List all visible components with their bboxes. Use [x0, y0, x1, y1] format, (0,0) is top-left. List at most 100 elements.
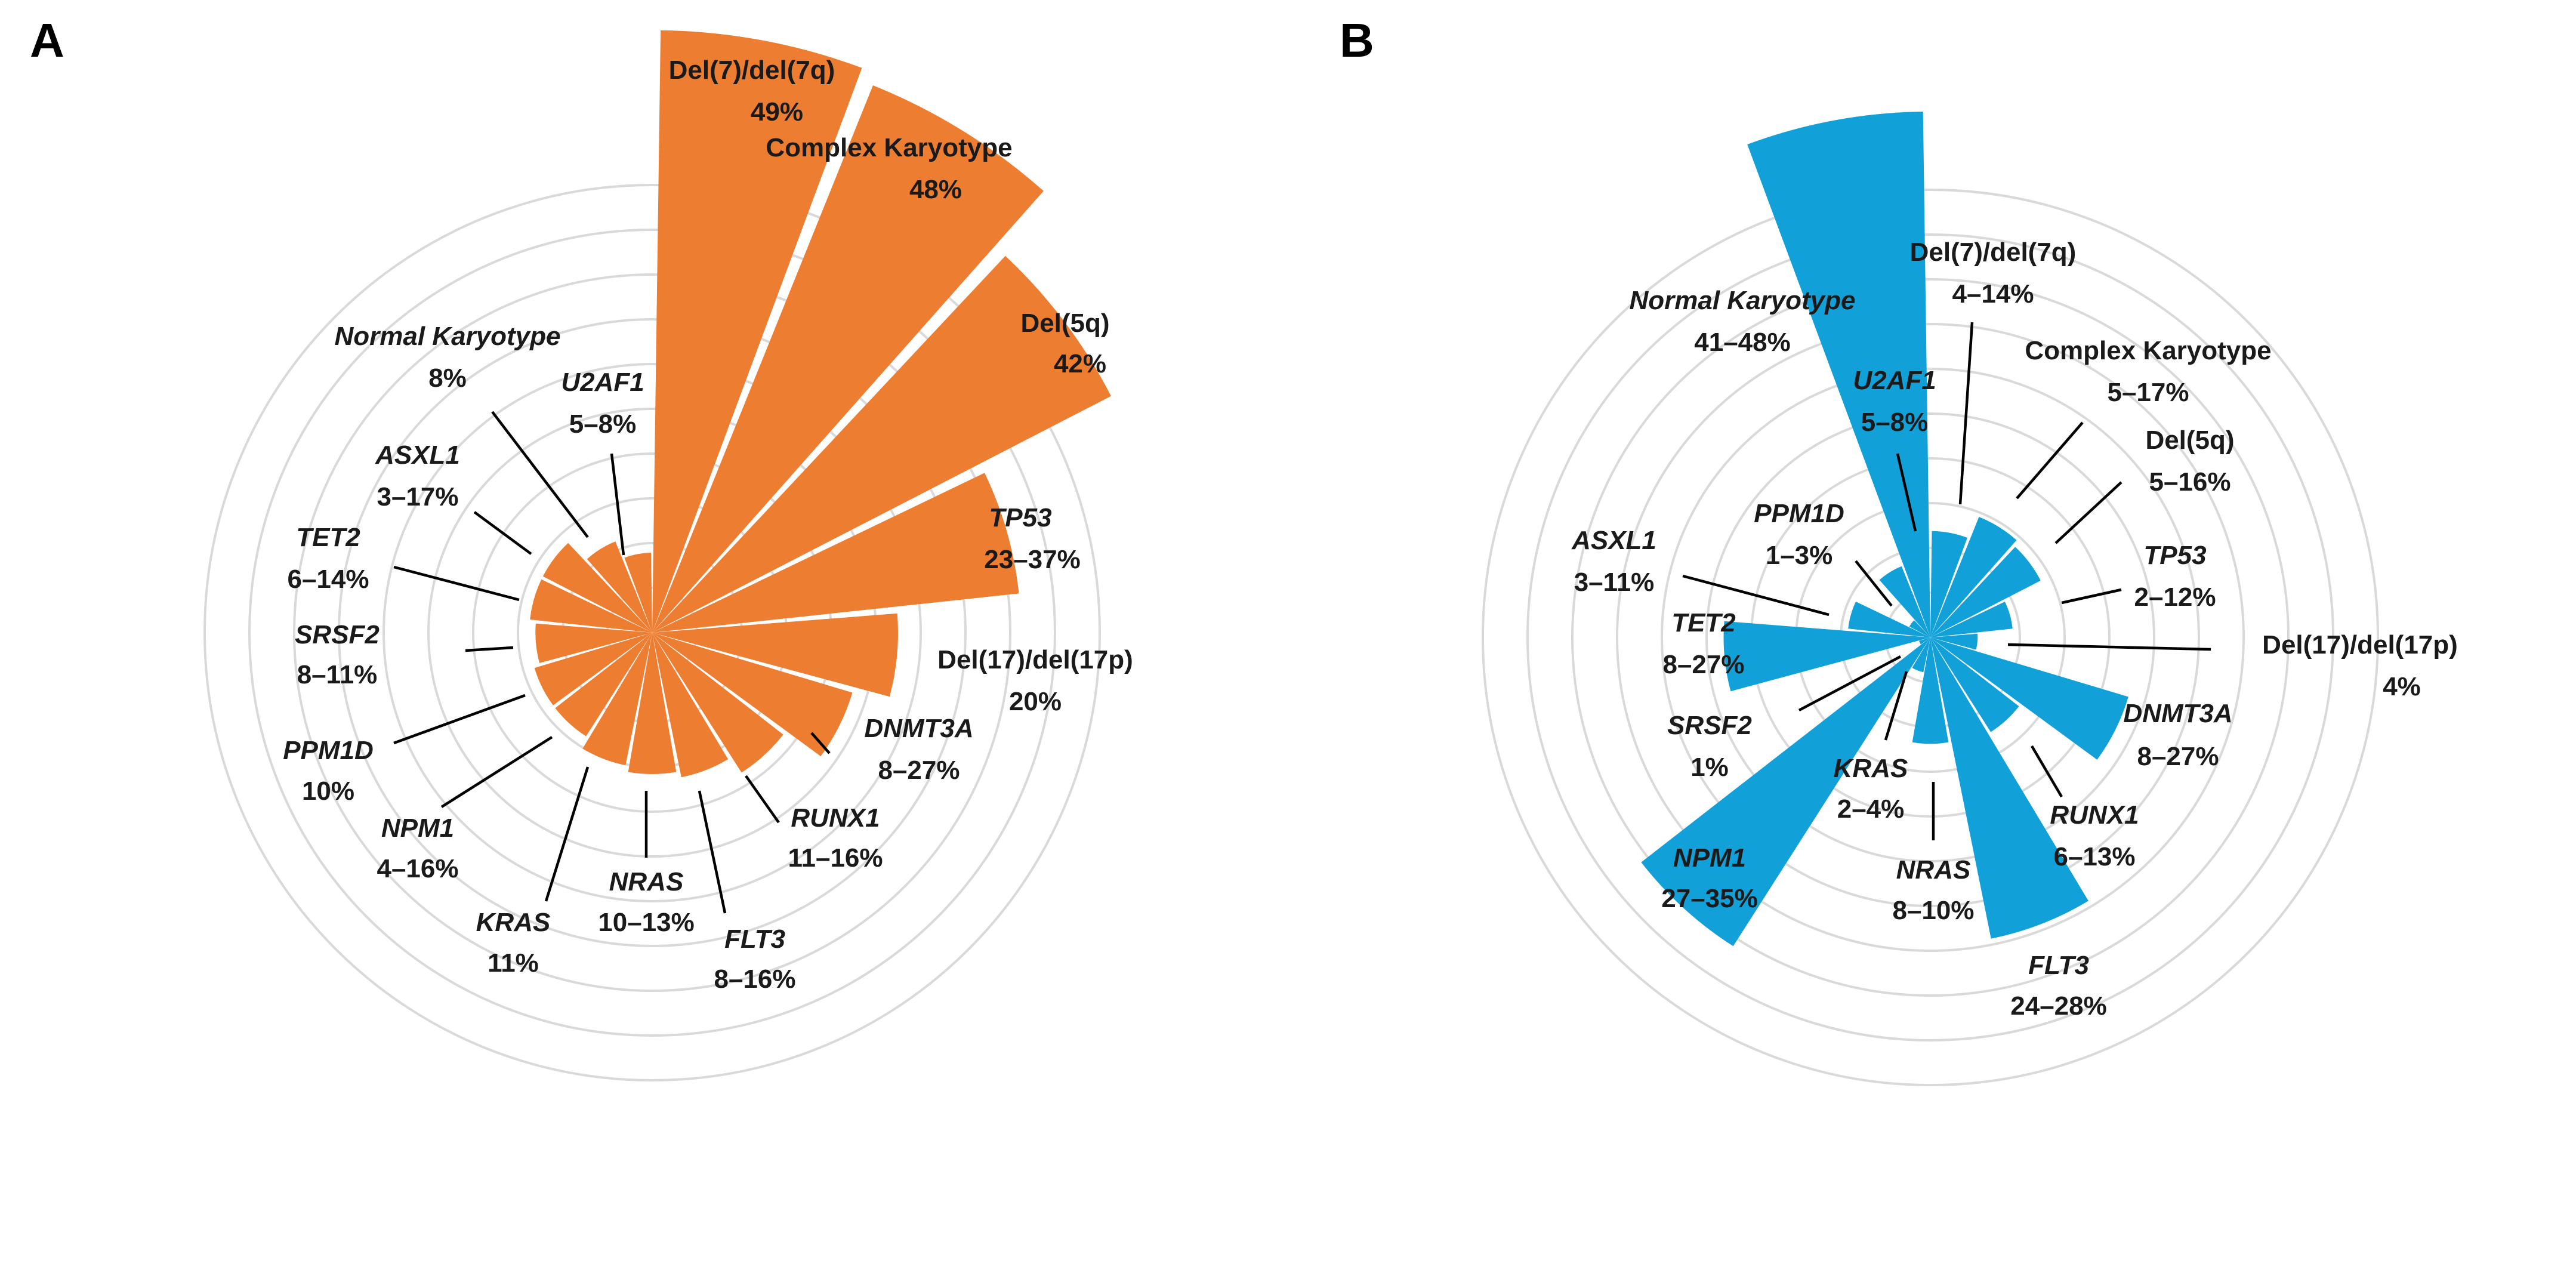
panel-b-category-label: PPM1D [1754, 499, 1844, 528]
panel-b-leader-del-7-del-7q [1958, 322, 1974, 505]
panel-a-category-label: U2AF1 [561, 368, 644, 397]
panel-a-category-label: ASXL1 [375, 440, 460, 470]
panel-a-category-label: Del(5q) [1020, 309, 1109, 338]
panel-a-bar-flt3 [652, 633, 729, 778]
panel-b-labels: Del(7)/del(7q)4–14%Complex Karyotype5–17… [1571, 238, 2458, 1021]
panel-a-grid-ring [203, 184, 1101, 1081]
panel-b-grid-ring [1616, 323, 2245, 952]
panel-b-category-label: Del(7)/del(7q) [1910, 238, 2077, 267]
panel-a-category-label: RUNX1 [791, 803, 880, 833]
panel-a-bar-asxl1 [542, 543, 652, 633]
panel-a-category-label: KRAS [476, 908, 551, 937]
panel-a-value-label: 10% [302, 776, 354, 806]
panel-b-bars [1641, 112, 2128, 947]
panel-label-b: B [1340, 14, 1374, 67]
panel-b-bar-dnmt3a [1930, 637, 2128, 760]
panel-b-leader-srsf2 [1798, 655, 1902, 711]
panel-a-category-label: Del(17)/del(17p) [937, 645, 1133, 674]
panel-a-leader-flt3 [698, 790, 727, 914]
panel-label-a: A [30, 14, 64, 67]
panel-a-leader-srsf2 [465, 646, 514, 652]
panel-a-bar-nras [628, 633, 677, 774]
panel-b-category-label: NRAS [1896, 855, 1971, 885]
panel-a-value-label: 49% [751, 97, 803, 127]
panel-b-bar-del-7-del-7q [1930, 531, 1967, 637]
panel-b-bar-nras [1912, 637, 1949, 744]
panel-b-leader-complex-karyotype [2016, 421, 2084, 500]
panel-b-value-label: 4% [2383, 672, 2421, 701]
panel-b-category-label: DNMT3A [2123, 699, 2232, 728]
panel-b-category-label: FLT3 [2028, 951, 2089, 980]
panel-b-bar-kras [1912, 637, 1930, 673]
panel-a-category-label: NRAS [609, 867, 684, 896]
panel-b-grid-ring [1705, 412, 2155, 862]
panel-a-bar-del-7-del-7q [652, 30, 862, 633]
panel-b-chart: Del(7)/del(7q)4–14%Complex Karyotype5–17… [1482, 112, 2458, 1086]
panel-a-category-label: TET2 [296, 523, 360, 552]
panel-a-category-label: Complex Karyotype [766, 133, 1012, 162]
panel-b-bar-normal-karyotype [1747, 112, 1930, 637]
panel-a-grid-ring [293, 273, 1011, 992]
panel-b-category-label: Del(17)/del(17p) [2262, 630, 2458, 660]
panel-a-bar-ppm1d [534, 633, 652, 705]
panel-b-leader-u2af1 [1896, 453, 1917, 532]
panel-b-value-label: 6–13% [2053, 842, 2135, 871]
panel-a-bar-tp53 [652, 473, 1019, 633]
panel-a-value-label: 23–37% [984, 545, 1080, 574]
panel-a-value-label: 48% [909, 175, 962, 204]
panel-b-grid-ring [1526, 233, 2334, 1041]
panel-b-value-label: 5–16% [2149, 467, 2231, 497]
panel-a-value-label: 42% [1054, 349, 1106, 378]
panel-a-category-label: Del(7)/del(7q) [669, 56, 835, 85]
panel-a-grid-ring [338, 318, 967, 947]
panel-b-bar-del-17-del-17p [1930, 633, 1978, 650]
panel-a-leader-kras [544, 766, 590, 902]
panel-b-grid-ring [1661, 368, 2200, 907]
panel-a-bar-del-17-del-17p [652, 613, 898, 697]
panel-a-leader-ppm1d [393, 694, 526, 745]
panel-a-value-label: 4–16% [377, 854, 458, 883]
panel-b-leader-runx1 [2031, 745, 2063, 798]
panel-a-category-label: FLT3 [724, 925, 785, 954]
panel-b-value-label: 24–28% [2010, 991, 2106, 1021]
panel-a-value-label: 3–17% [377, 482, 458, 511]
panel-a-grid-ring [382, 363, 922, 902]
panel-a-value-label: 6–14% [287, 565, 369, 594]
panel-b-category-label: TP53 [2143, 541, 2206, 570]
panel-a-value-label: 8–16% [714, 964, 795, 994]
panel-b-category-label: ASXL1 [1571, 526, 1656, 555]
panel-b-bar-ppm1d [1909, 620, 1930, 637]
panel-a-labels: Del(7)/del(7q) 49% Complex Karyotype 48% Del… [283, 56, 1133, 994]
panel-a-value-label: 11–16% [788, 843, 883, 873]
panel-a-leader-tet2 [393, 565, 520, 602]
panel-b-bar-u2af1 [1879, 566, 1930, 637]
panel-a-bar-complex-karyotype [652, 85, 1044, 633]
panel-a-bar-del-5q [652, 255, 1111, 633]
panel-b-category-label: Normal Karyotype [1629, 286, 1855, 315]
panel-a-category-label: NPM1 [381, 813, 454, 843]
panel-b-bar-tet2 [1723, 621, 1930, 692]
panel-b-leader-ppm1d [1855, 560, 1893, 607]
panel-b-value-label: 41–48% [1694, 328, 1790, 357]
panel-a-grid-ring [248, 229, 1056, 1037]
panel-b-bar-del-5q [1930, 547, 2041, 637]
panel-b-bar-asxl1 [1848, 602, 1930, 637]
panel-b-value-label: 5–8% [1861, 408, 1929, 437]
panel-a-bar-normal-karyotype [587, 541, 652, 633]
panel-a-category-label: Normal Karyotype [334, 322, 560, 351]
panel-a-leader-dnmt3a [810, 732, 831, 754]
panel-b-category-label: RUNX1 [2050, 800, 2139, 830]
panel-a-bar-srsf2 [535, 623, 652, 663]
panel-a-bar-tet2 [530, 579, 652, 633]
panel-b-value-label: 2–4% [1837, 794, 1905, 824]
panel-b-category-label: TET2 [1671, 608, 1736, 637]
panel-b-value-label: 1% [1690, 753, 1729, 782]
panel-a-value-label: 8–27% [878, 756, 960, 785]
panel-b-bar-runx1 [1930, 637, 2019, 732]
panel-a-leader-u2af1 [610, 453, 625, 556]
panel-b-value-label: 27–35% [1661, 884, 1757, 913]
panel-a-category-label: DNMT3A [864, 714, 973, 743]
panel-b-value-label: 8–27% [2137, 742, 2219, 771]
panel-b-value-label: 4–14% [1952, 279, 2034, 309]
